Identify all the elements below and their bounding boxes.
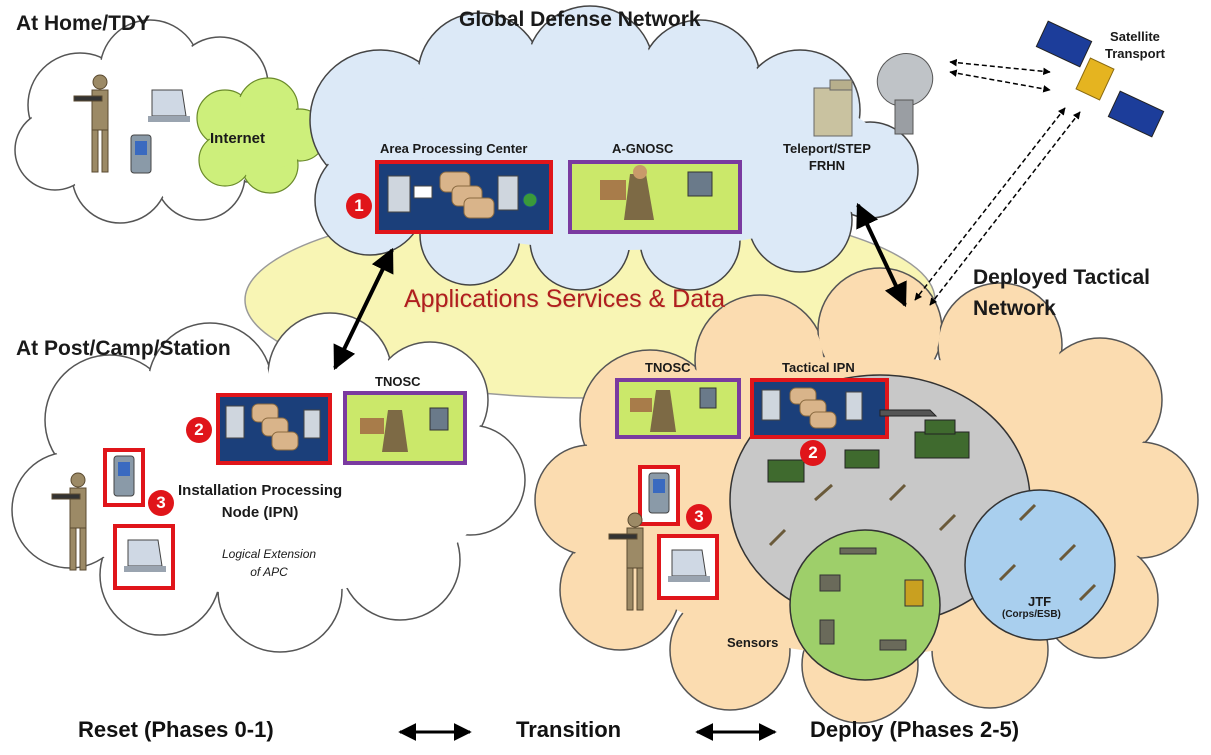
home-title: At Home/TDY — [16, 12, 151, 35]
phase-transition: Transition — [516, 717, 622, 742]
agnosc-box — [568, 160, 742, 234]
apc-label: Area Processing Center — [380, 141, 528, 156]
phase-reset: Reset (Phases 0-1) — [78, 717, 274, 742]
agnosc-label: A-GNOSC — [612, 141, 674, 156]
ipn-extension-label: Logical Extension of APC — [222, 547, 317, 579]
phase-deploy: Deploy (Phases 2-5) — [810, 717, 1020, 742]
badge-three-post: 3 — [148, 490, 174, 516]
gdn-title: Global Defense Network — [459, 8, 701, 31]
post-tnosc-box — [343, 391, 467, 465]
sensor-icons — [819, 547, 924, 651]
jtf-label: JTF — [1028, 594, 1052, 609]
badge-one: 1 — [346, 193, 372, 219]
applications-label: Applications Services & Data — [404, 285, 725, 313]
post-ipn-box — [216, 393, 332, 465]
teleport-label: Teleport/STEP FRHN — [783, 141, 871, 173]
soldier-icon — [51, 74, 644, 611]
post-title: At Post/Camp/Station — [16, 337, 231, 360]
device-icons — [113, 89, 710, 582]
satellite-icon — [1035, 20, 1165, 138]
jtf-circle — [964, 489, 1116, 641]
deployed-title: Deployed Tactical Network — [973, 266, 1151, 320]
apc-box — [375, 160, 553, 234]
satellite-title: Satellite Transport — [1105, 29, 1165, 61]
jtf-sub-label: (Corps/ESB) — [1002, 609, 1061, 620]
badge-two-post: 2 — [186, 417, 212, 443]
ipn-label: Installation Processing Node (IPN) — [178, 482, 343, 521]
badge-three-deployed: 3 — [686, 504, 712, 530]
internet-label: Internet — [210, 130, 266, 147]
tactical-ipn-label: Tactical IPN — [782, 360, 855, 375]
sensors-label: Sensors — [727, 635, 779, 650]
apc-to-ipn-arrow — [333, 247, 394, 371]
badge-two-deployed: 2 — [800, 440, 826, 466]
deployed-tnosc-label: TNOSC — [645, 360, 691, 375]
internet-cloud — [196, 77, 327, 194]
satellite-link-arrows — [914, 58, 1081, 306]
weapon-icons — [768, 483, 1097, 602]
teleport-icon — [813, 53, 934, 137]
post-tnosc-label: TNOSC — [375, 374, 421, 389]
deployed-tnosc-box — [615, 378, 741, 439]
vehicle-icons — [767, 409, 970, 483]
tactical-ipn-box — [750, 378, 889, 439]
teleport-to-deployed-arrow — [856, 202, 907, 308]
